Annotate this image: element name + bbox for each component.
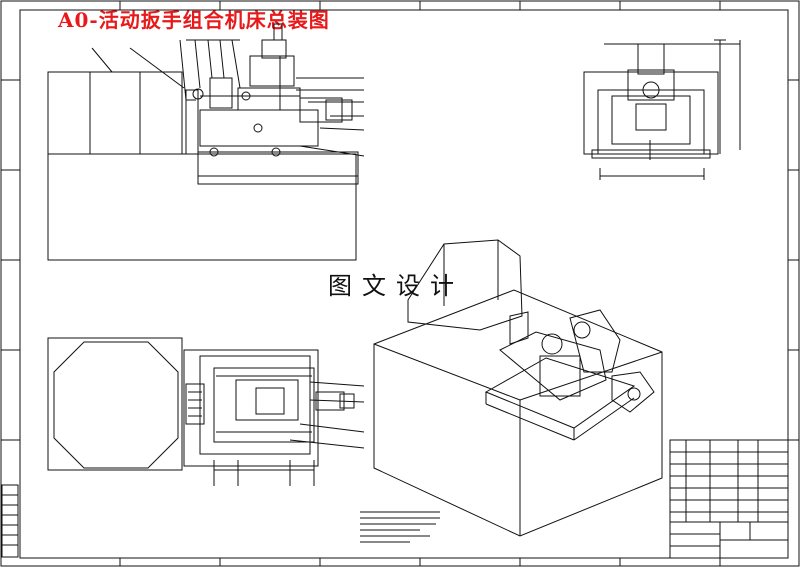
inner-border <box>19 9 789 559</box>
title-block <box>669 439 789 559</box>
watermark-text: 图文设计 <box>328 272 464 300</box>
top-view <box>47 337 365 486</box>
drawing-title: A0-活动扳手组合机床总装图 <box>58 8 330 32</box>
isometric-view <box>373 239 663 537</box>
front-view <box>47 23 365 261</box>
side-view <box>583 39 741 180</box>
revision-box <box>1 484 19 558</box>
technical-notes <box>360 511 440 543</box>
